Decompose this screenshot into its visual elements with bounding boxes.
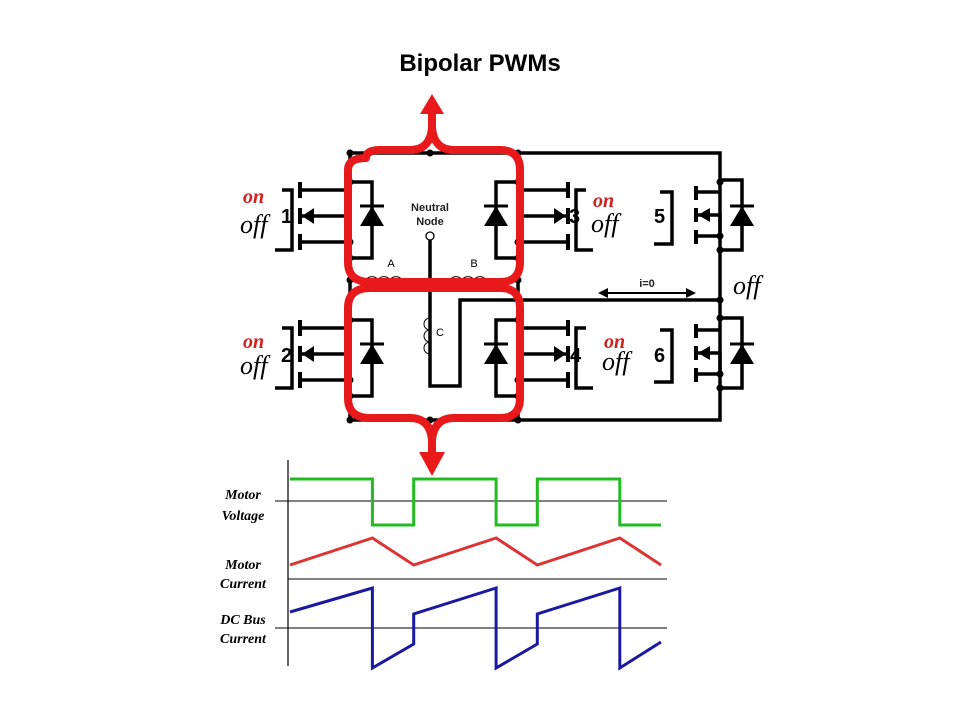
switch-5 bbox=[654, 178, 754, 252]
switch-6-number: 6 bbox=[654, 345, 665, 367]
dc-bus-label-2: Current bbox=[220, 632, 267, 647]
upper-current-loop bbox=[344, 124, 524, 286]
switch-2-number: 2 bbox=[281, 345, 292, 367]
phase-c-off-label: off bbox=[733, 271, 764, 300]
switch-4-off-label: off bbox=[602, 347, 633, 376]
current-path-highlight bbox=[344, 94, 524, 476]
switch-4-number: 4 bbox=[570, 345, 582, 367]
dc-bus-label-1: DC Bus bbox=[219, 613, 266, 628]
lower-arrow-head bbox=[419, 452, 445, 476]
neutral-label-1: Neutral bbox=[411, 202, 449, 214]
switch-3-number: 3 bbox=[569, 206, 580, 228]
page-title: Bipolar PWMs bbox=[399, 50, 561, 77]
motor-current-label-1: Motor bbox=[224, 558, 261, 573]
waveform-chart: Motor Voltage Motor Current DC Bus Curre… bbox=[219, 460, 667, 671]
winding-a-label: A bbox=[387, 258, 395, 270]
motor-current-label-2: Current bbox=[220, 577, 267, 592]
motor-voltage-trace bbox=[290, 477, 661, 527]
dc-bus-current-trace bbox=[289, 585, 662, 671]
switch-6 bbox=[654, 316, 754, 390]
switch-3-off-label: off bbox=[591, 209, 622, 238]
winding-b-label: B bbox=[470, 258, 477, 270]
switch-1-number: 1 bbox=[281, 206, 292, 228]
winding-b bbox=[449, 276, 487, 281]
phase-c-wire bbox=[428, 298, 720, 388]
switch-2-on-label: on bbox=[243, 331, 264, 353]
winding-a bbox=[365, 276, 403, 281]
winding-c bbox=[423, 317, 431, 355]
motor-voltage-label-1: Motor bbox=[224, 488, 261, 503]
zero-current-label: i=0 bbox=[639, 278, 655, 290]
switch-2-off-label: off bbox=[240, 351, 271, 380]
switch-3-on-label: on bbox=[593, 190, 614, 212]
switch-1-off-label: off bbox=[240, 210, 271, 239]
neutral-node-terminal bbox=[425, 231, 435, 241]
upper-arrow-head bbox=[420, 94, 444, 114]
zero-current-arrow bbox=[598, 288, 696, 298]
neutral-label-2: Node bbox=[416, 216, 444, 228]
motor-current-trace bbox=[289, 536, 662, 567]
switch-4-on-label: on bbox=[604, 331, 625, 353]
switch-1-on-label: on bbox=[243, 186, 264, 208]
winding-c-label: C bbox=[436, 327, 444, 339]
switch-5-number: 5 bbox=[654, 206, 665, 228]
motor-voltage-label-2: Voltage bbox=[222, 509, 265, 524]
top-rail bbox=[350, 151, 722, 180]
